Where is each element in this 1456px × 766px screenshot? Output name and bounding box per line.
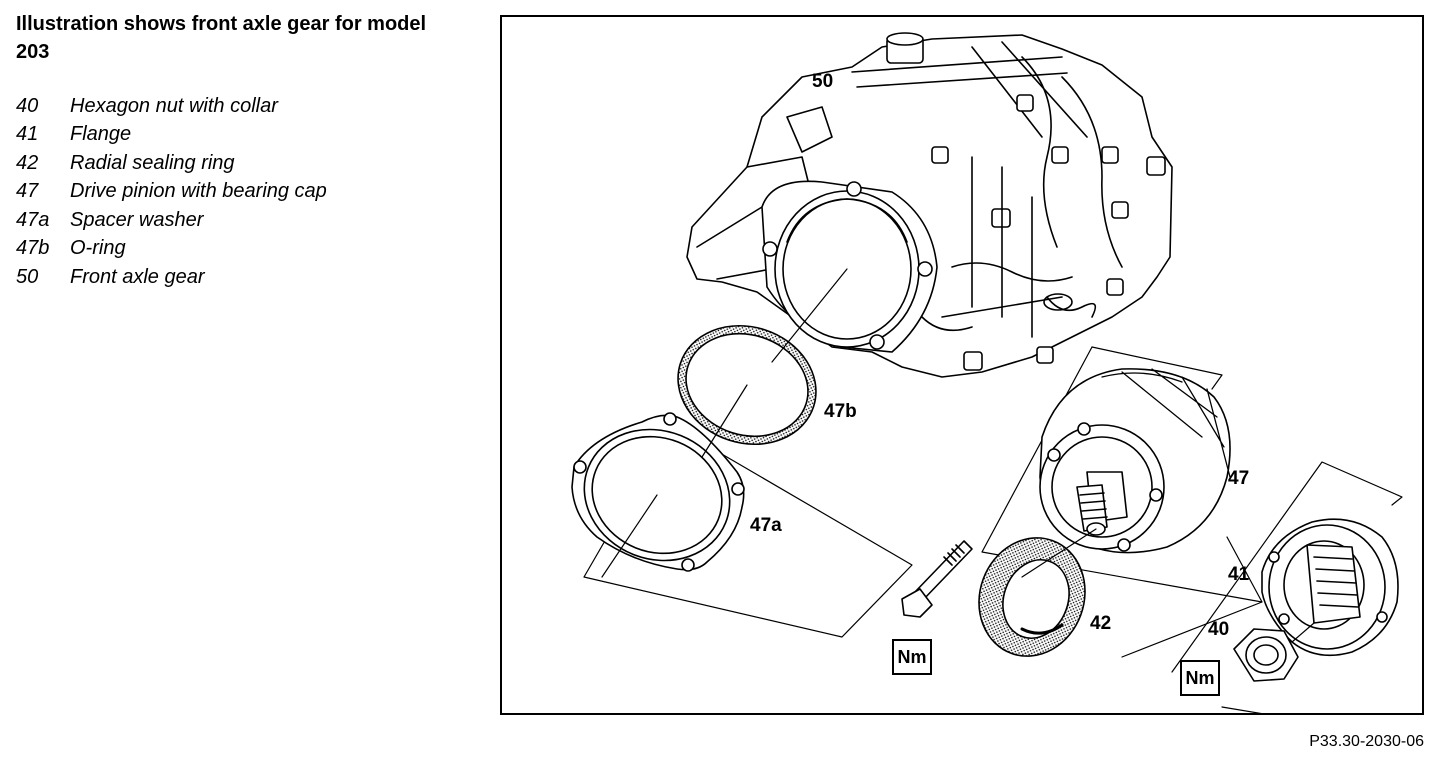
legend-label: Radial sealing ring <box>70 151 235 174</box>
exploded-view-figure: 50 47b 47a 47 42 41 40 Nm Nm <box>500 15 1424 715</box>
legend-label: O-ring <box>70 237 126 260</box>
legend-label: Flange <box>70 123 132 146</box>
callout-50: 50 <box>812 71 834 92</box>
hexagon-nut-part <box>1233 628 1299 682</box>
legend-label: Hexagon nut with collar <box>70 94 278 117</box>
legend-number: 41 <box>16 123 39 146</box>
legend-number: 42 <box>16 151 39 174</box>
legend-number: 47a <box>16 208 50 231</box>
diagram-title: Illustration shows front axle gear for m… <box>16 13 427 63</box>
radial-sealing-ring-part <box>978 537 1086 657</box>
legend-item: 42 Radial sealing ring <box>16 149 327 178</box>
front-axle-gear-housing <box>686 32 1173 378</box>
drive-pinion-part <box>1039 368 1231 554</box>
legend-number: 47 <box>16 180 39 203</box>
legend-item: 47b O-ring <box>16 235 327 264</box>
legend-label: Front axle gear <box>70 265 205 288</box>
torque-symbol-nut: Nm <box>1180 660 1220 696</box>
bolt-part <box>901 540 973 618</box>
callout-47a: 47a <box>750 515 782 536</box>
legend-item: 50 Front axle gear <box>16 263 327 292</box>
legend-item: 41 Flange <box>16 121 327 150</box>
legend-number: 50 <box>16 265 39 288</box>
callout-47b: 47b <box>824 401 857 422</box>
leader-lines <box>601 268 1315 643</box>
exploded-view-drawing <box>571 32 1403 713</box>
legend-item: 40 Hexagon nut with collar <box>16 92 327 121</box>
legend-label: Drive pinion with bearing cap <box>70 180 327 203</box>
legend-label: Spacer washer <box>70 208 204 231</box>
legend-number: 40 <box>16 94 39 117</box>
callout-42: 42 <box>1090 613 1112 634</box>
callout-47: 47 <box>1228 468 1250 489</box>
legend-item: 47a Spacer washer <box>16 206 327 235</box>
legend-number: 47b <box>16 237 50 260</box>
torque-symbol-bolt: Nm <box>892 639 932 675</box>
parts-legend: 40 Hexagon nut with collar 41 Flange 42 Rad… <box>16 92 327 292</box>
legend-item: 47 Drive pinion with bearing cap <box>16 178 327 207</box>
flange-part <box>1261 518 1399 657</box>
callout-41: 41 <box>1228 564 1250 585</box>
figure-reference-code: P33.30-2030-06 <box>1309 733 1424 750</box>
callout-40: 40 <box>1208 619 1230 640</box>
